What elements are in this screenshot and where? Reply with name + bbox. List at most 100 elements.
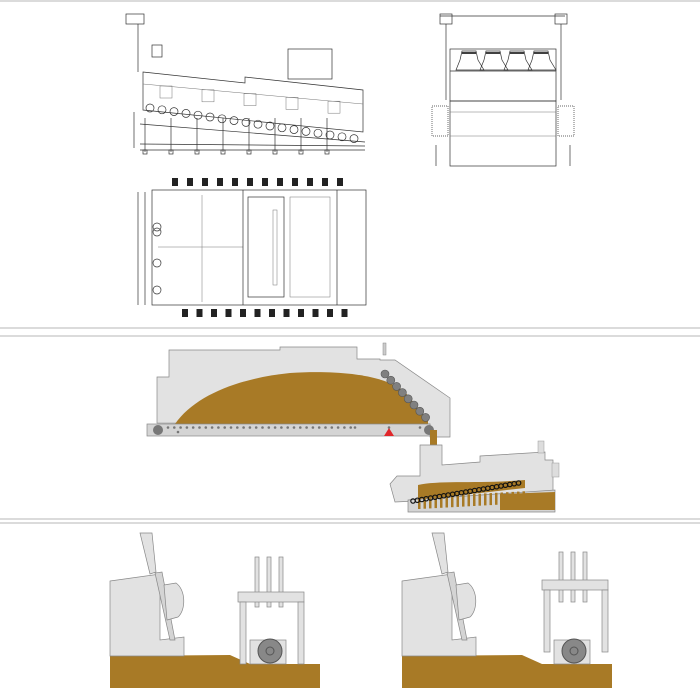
roller — [337, 132, 347, 142]
floor-dot — [210, 426, 214, 429]
slat — [445, 495, 448, 508]
motor-top — [187, 178, 193, 186]
foot — [220, 149, 226, 155]
vent-pipe — [382, 342, 387, 356]
foot — [142, 149, 148, 155]
motor-top — [322, 178, 328, 186]
motor-top — [217, 178, 223, 186]
spout — [431, 532, 449, 575]
slat — [495, 492, 498, 505]
drive — [152, 222, 162, 232]
ground-material — [402, 655, 612, 688]
drive — [152, 227, 162, 237]
floor-dot — [349, 426, 353, 429]
slat — [467, 494, 470, 507]
floor-dot — [286, 426, 290, 429]
motor-bottom — [196, 309, 203, 317]
roller — [145, 103, 155, 113]
floor-dot — [267, 426, 271, 429]
roller — [181, 109, 191, 118]
roller — [157, 105, 167, 115]
motor-bottom — [298, 309, 304, 317]
gate-motor — [163, 582, 185, 621]
pipe — [278, 556, 284, 608]
floor-dot — [317, 426, 321, 429]
motor-top — [277, 178, 283, 186]
chute-roller — [403, 394, 413, 404]
motor-bottom — [211, 309, 217, 317]
motor-bottom — [341, 309, 348, 317]
floor-dot — [305, 426, 308, 429]
chute-roller — [380, 369, 390, 379]
ground-material — [110, 655, 320, 688]
loader-panel-left — [109, 532, 320, 688]
slat — [517, 491, 520, 504]
gate — [446, 571, 468, 641]
hopper — [455, 50, 485, 71]
roller — [349, 134, 359, 143]
floor-dot — [166, 426, 170, 429]
drive — [152, 258, 162, 268]
roller-left — [153, 425, 163, 435]
wheel — [257, 638, 283, 664]
motor-bottom — [225, 309, 232, 317]
slat — [506, 492, 509, 505]
roller — [289, 125, 299, 134]
loader-panel-right — [401, 532, 612, 688]
storage-dryer-section — [146, 342, 451, 487]
wheel — [561, 638, 587, 664]
wheel-hub — [569, 646, 579, 656]
slat — [489, 493, 492, 506]
chute-roller — [398, 388, 407, 397]
foot — [168, 149, 174, 155]
floor-dot — [185, 426, 189, 429]
slat — [423, 496, 426, 509]
floor-dot — [299, 426, 302, 429]
pipe — [266, 556, 272, 608]
floor-dot — [254, 426, 258, 429]
slat — [434, 496, 437, 509]
foot — [246, 149, 252, 155]
floor-dot — [191, 426, 195, 429]
floor-dot — [173, 426, 176, 429]
slat — [522, 491, 525, 504]
frame-leg — [297, 601, 305, 665]
chute-roller — [386, 375, 396, 385]
slat — [511, 491, 514, 504]
slat — [462, 494, 465, 507]
motor-top — [172, 178, 178, 186]
motor-bottom — [283, 309, 290, 317]
floor-dot — [387, 426, 391, 429]
roller — [217, 114, 227, 124]
chute-roller — [409, 400, 419, 410]
window — [243, 93, 257, 106]
floor-dot — [229, 426, 233, 429]
floor-dot — [330, 426, 334, 429]
foot — [324, 149, 330, 155]
floor-dot — [418, 426, 422, 429]
slat — [440, 495, 443, 508]
motor-top — [262, 178, 268, 186]
floor-dot — [217, 426, 220, 429]
floor-dot — [179, 426, 182, 429]
hopper — [527, 50, 557, 71]
inclined-dryer-section — [389, 440, 560, 513]
gate — [154, 571, 176, 641]
slat — [418, 497, 421, 509]
pipe — [582, 551, 588, 603]
window — [201, 89, 215, 103]
motor-top — [292, 178, 298, 186]
pipe — [558, 551, 564, 603]
roller — [253, 119, 263, 129]
pipe — [570, 551, 576, 603]
gate-motor — [455, 582, 477, 621]
floor-dot — [223, 426, 226, 429]
spout — [139, 532, 157, 575]
floor-dot — [261, 426, 264, 429]
floor-dot — [176, 430, 180, 434]
foot — [298, 149, 304, 155]
floor-dot — [198, 426, 201, 429]
motor-bottom — [312, 309, 319, 317]
motor-top — [202, 178, 208, 186]
roller — [169, 107, 179, 116]
